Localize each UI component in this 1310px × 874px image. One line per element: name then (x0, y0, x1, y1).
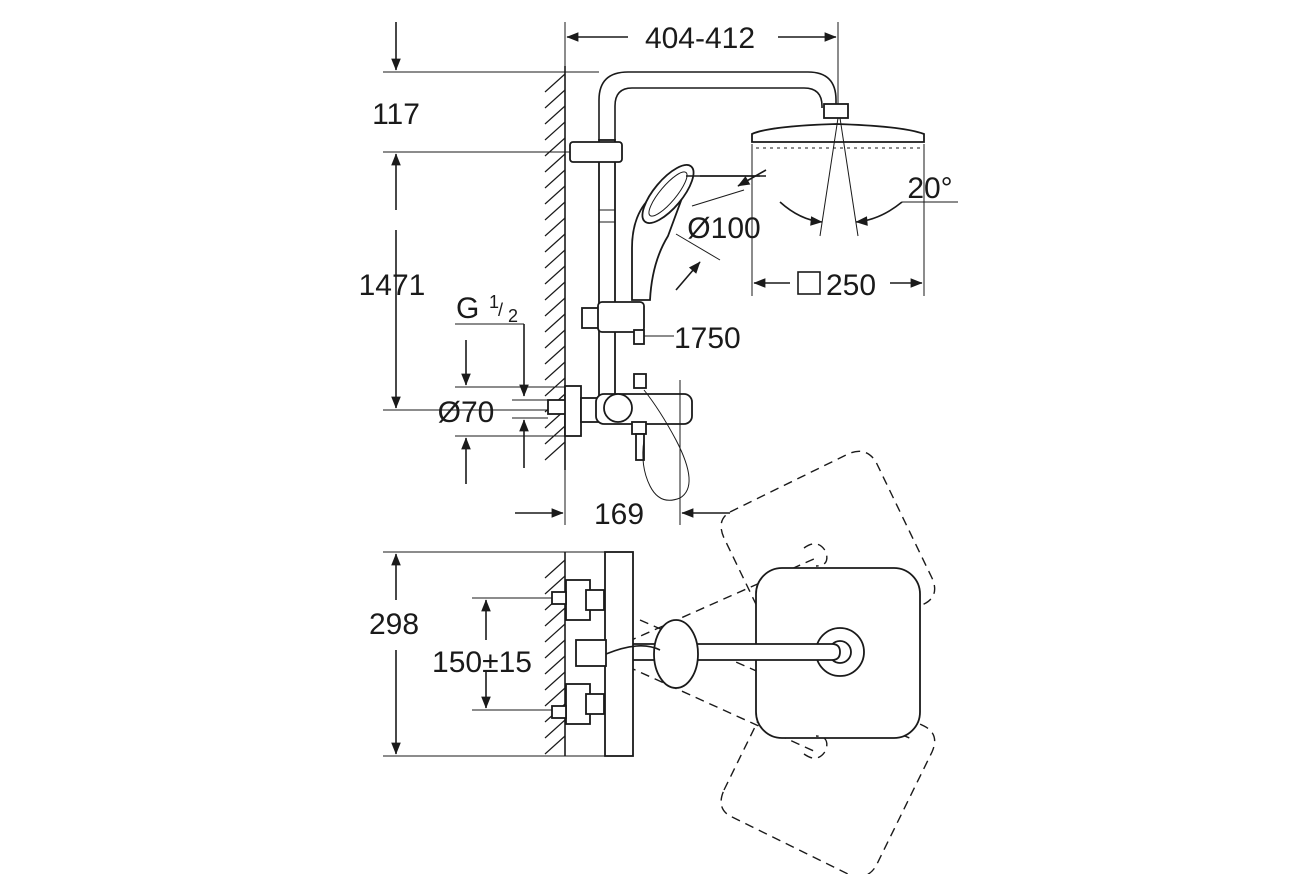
hatch-line (544, 153, 566, 173)
hatch-line (544, 249, 566, 269)
hook-outline-2 (803, 735, 828, 759)
hatch-line (544, 89, 566, 109)
dim-hand-shower-label: Ø100 (687, 212, 760, 245)
mixer-body-top (604, 551, 634, 757)
front-view: 404-412 117 1471 G 1 / 2 (359, 22, 958, 531)
hatch-line (544, 73, 566, 93)
dim-spout-projection (515, 380, 730, 525)
dim-head-size (751, 144, 925, 296)
valve-upper-nut (585, 589, 605, 611)
hatch-line (544, 185, 566, 205)
dim-centres-label: 150±15 (432, 646, 532, 679)
hatch-line (544, 425, 566, 445)
dim-hose-label: 1750 (674, 322, 741, 355)
hatch-line (544, 265, 566, 285)
hatch-line (544, 281, 566, 301)
hatch-line (544, 121, 566, 141)
hatch-line (544, 607, 566, 627)
hatch-line (544, 671, 566, 691)
head-swivel-outline-2 (720, 664, 936, 874)
dim-thread (455, 323, 548, 401)
dim-arm-reach-label: 404-412 (645, 22, 755, 55)
hatch-line (544, 687, 566, 707)
dim-centres (472, 597, 552, 711)
hatch-line (544, 313, 566, 333)
dim-arm-height (383, 22, 599, 210)
dim-thread-g: G (456, 292, 479, 325)
hatch-line (544, 345, 566, 365)
head-shower (751, 103, 925, 149)
hatch-line (544, 105, 566, 125)
head-swivel-outline-1 (720, 450, 936, 666)
hatch-line (544, 201, 566, 221)
hatch-line (544, 233, 566, 253)
square-symbol (797, 271, 821, 295)
riser-top-view (575, 639, 607, 667)
dim-spout-projection-label: 169 (594, 498, 644, 531)
hatch-line (544, 655, 566, 675)
dim-top-depth (383, 551, 605, 757)
hatch-line (544, 137, 566, 157)
slide-holder (581, 301, 645, 345)
hatch-line (544, 575, 566, 595)
dim-thread-den: 2 (508, 306, 518, 326)
dim-top-depth-label: 298 (369, 608, 419, 641)
hatch-line (544, 361, 566, 381)
valve-upper-stub (551, 591, 567, 605)
hatch-line (544, 719, 566, 739)
hatch-line (544, 169, 566, 189)
hatch-line (544, 329, 566, 349)
valve-lower-stub (551, 705, 567, 719)
shower-arm (598, 71, 837, 140)
riser-pipe (598, 139, 616, 401)
dim-arm-height-label: 117 (372, 98, 420, 131)
hatch-line (544, 441, 566, 461)
dim-outlet-height-label: 1471 (359, 269, 426, 302)
hand-shower (631, 164, 695, 301)
dim-hand-shower (675, 169, 767, 291)
dim-outlet-height (383, 230, 548, 411)
hatch-line (544, 217, 566, 237)
tilt-lines (779, 117, 958, 237)
dim-rosette (455, 340, 565, 484)
dim-head-size-label: 250 (826, 269, 876, 302)
dim-thread-num: 1 (489, 292, 499, 312)
dim-tilt-label: 20° (907, 172, 952, 205)
holder-arm (605, 645, 661, 655)
top-view: 298 150±15 (369, 450, 936, 874)
hatch-line (544, 735, 566, 755)
hand-shower-holder-top (653, 619, 699, 689)
hatch-line (544, 639, 566, 659)
hatch-line (544, 559, 566, 579)
dim-rosette-label: Ø70 (438, 396, 495, 429)
dim-thread-slash: / (498, 300, 503, 320)
valve-lower-nut (585, 693, 605, 715)
thermostat-mixer (547, 373, 693, 461)
wall-bracket (569, 141, 623, 163)
hook-outline-1 (803, 543, 828, 567)
dim-arm-reach (564, 22, 839, 104)
hatch-line (544, 297, 566, 317)
hatch-line (544, 623, 566, 643)
